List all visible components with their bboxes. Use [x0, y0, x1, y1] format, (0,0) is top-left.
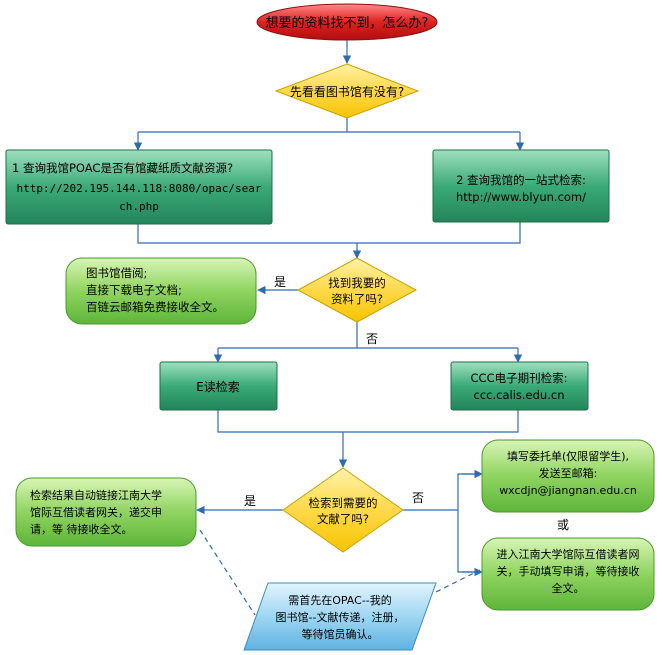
decision-retrieved-line2: 文献了吗? — [317, 512, 369, 526]
box-gateway: 进入江南大学馆际互借读者网 关，手动填写申请，等待接收 全文。 — [481, 537, 655, 611]
box-ccc: CCC电子期刊检索: ccc.calis.edu.cn — [450, 361, 589, 411]
connector-eread-down — [217, 410, 343, 433]
decision-library-label: 先看看图书馆有没有? — [290, 84, 404, 99]
connector-opac-down — [137, 224, 357, 244]
decision-found-line2: 资料了吗? — [331, 292, 383, 306]
label-yes-found: 是 — [274, 275, 286, 289]
connector-decision1-split — [138, 118, 520, 133]
box-auto-line3: 请，等 待接收全文。 — [30, 522, 133, 536]
connector-ccc-down — [343, 410, 519, 433]
note-line2: 图书馆--文献传递，注册， — [276, 610, 405, 624]
box-borrow-line3: 百链云邮箱免费接收全文。 — [86, 300, 224, 314]
start-node: 想要的资料找不到，怎么办? — [256, 3, 438, 41]
connector-note-auto-dashed — [199, 529, 256, 616]
box-opac-line1: 1 查询我馆POAC是否有馆藏纸质文献资源? — [12, 161, 233, 175]
box-auto-link: 检索结果自动链接江南大学 馆际互借读者网关，递交申 请，等 待接收全文。 — [15, 477, 197, 547]
note-line1: 需首先在OPAC--我的 — [288, 593, 392, 607]
box-auto-line1: 检索结果自动链接江南大学 — [30, 488, 162, 502]
box-borrow: 图书馆借阅; 直接下载电子文档; 百链云邮箱免费接收全文。 — [65, 257, 257, 325]
decision-found-line1: 找到我要的 — [328, 276, 386, 290]
decision-library: 先看看图书馆有没有? — [274, 63, 420, 119]
connector-decision3-no — [403, 473, 480, 573]
connectors — [133, 40, 525, 616]
box-eread: E读检索 — [159, 361, 278, 411]
box-email-line1: 填写委托单(仅限留学生), — [507, 449, 629, 463]
box-email-line2: 发送至邮箱: — [539, 466, 598, 480]
box-opac-url-cont: ch.php — [119, 200, 159, 213]
label-no-found: 否 — [366, 332, 378, 346]
box-borrow-line1: 图书馆借阅; — [86, 266, 147, 280]
box-ccc-line1: CCC电子期刊检索: — [471, 371, 568, 385]
decision-retrieved-line1: 检索到需要的 — [309, 496, 378, 510]
decision-retrieved: 检索到需要的 文献了吗? — [282, 467, 404, 553]
start-label: 想要的资料找不到，怎么办? — [266, 15, 429, 31]
box-gateway-line2: 关，手动填写申请，等待接收 — [497, 564, 640, 578]
label-yes-retrieved: 是 — [244, 494, 256, 508]
note-registration: 需首先在OPAC--我的 图书馆--文献传递，注册， 等待馆员确认。 — [243, 582, 437, 651]
connector-onestop-down — [357, 222, 521, 244]
box-borrow-line2: 直接下载电子文档; — [86, 283, 182, 297]
box-eread-label: E读检索 — [196, 379, 240, 394]
box-opac: 1 查询我馆POAC是否有馆藏纸质文献资源? http://202.195.14… — [5, 149, 273, 225]
box-auto-line2: 馆际互借读者网关，递交申 — [30, 505, 162, 519]
box-ccc-url: ccc.calis.edu.cn — [474, 388, 565, 402]
label-no-retrieved: 否 — [412, 491, 424, 505]
connector-decision2-no — [218, 322, 518, 349]
box-gateway-line1: 进入江南大学馆际互借读者网 — [497, 547, 640, 561]
box-opac-url: http://202.195.144.118:8080/opac/sear — [16, 182, 261, 195]
box-onestop-url: http://www.blyun.com/ — [456, 190, 586, 204]
decision-found: 找到我要的 资料了吗? — [296, 257, 418, 323]
note-line3: 等待馆员确认。 — [302, 627, 379, 641]
label-or: 或 — [557, 518, 569, 532]
box-onestop: 2 查询我馆的一站式检索: http://www.blyun.com/ — [432, 149, 610, 223]
box-gateway-line3: 全文。 — [552, 581, 585, 595]
box-onestop-line1: 2 查询我馆的一站式检索: — [456, 173, 586, 187]
box-email: 填写委托单(仅限留学生), 发送至邮箱: wxcdjn@jiangnan.edu… — [481, 439, 655, 513]
box-email-address: wxcdjn@jiangnan.edu.cn — [499, 484, 637, 497]
